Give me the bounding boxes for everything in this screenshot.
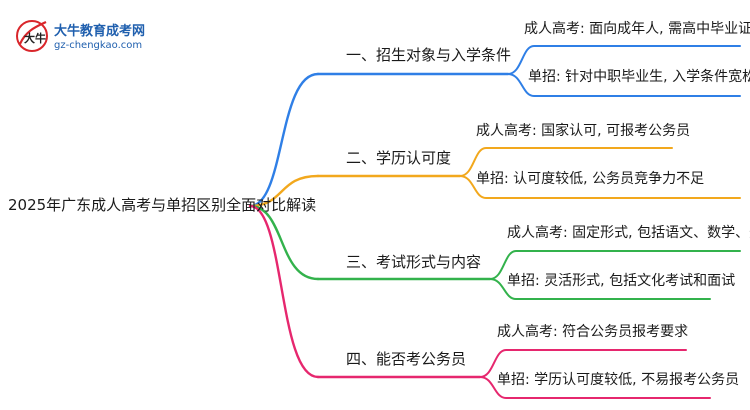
branch-1-leaf-1: 成人高考: 面向成年人, 需高中毕业证 [524, 21, 750, 37]
branch-1-leaf-1-connector [507, 45, 741, 75]
branch-4-label: 四、能否考公务员 [346, 350, 467, 368]
logo-mark-icon: 大牛 [16, 20, 48, 52]
branch-3-leaf-2-connector [489, 278, 711, 300]
branch-2-leaf-2: 单招: 认可度较低, 公务员竞争力不足 [476, 171, 705, 187]
logo-title: 大牛教育成考网 [54, 24, 146, 39]
branch-4-connector [248, 204, 320, 379]
branch-3-leaf-1-connector [489, 250, 741, 280]
branch-3-label: 三、考试形式与内容 [346, 253, 482, 271]
branch-2-leaf-1: 成人高考: 国家认可, 可报考公务员 [476, 123, 691, 139]
branch-3-leaf-1: 成人高考: 固定形式, 包括语文、数学、外语 [507, 225, 750, 241]
branch-4-leaf-2: 单招: 学历认可度较低, 不易报考公务员 [497, 372, 740, 388]
branch-4-leaf-2-connector [479, 376, 711, 399]
branch-1-label: 一、招生对象与入学条件 [346, 46, 512, 64]
branch-4-leaf-1-connector [479, 349, 687, 378]
branch-2-leaf-1-connector [459, 147, 673, 177]
branch-3-leaf-2: 单招: 灵活形式, 包括文化考试和面试 [507, 273, 736, 289]
branch-2-leaf-2-connector [459, 175, 741, 199]
root-topic: 2025年广东成人高考与单招区别全面对比解读 [8, 196, 317, 214]
branch-1-connector [248, 72, 320, 208]
branch-1-leaf-2-connector [507, 73, 741, 97]
branch-2-connector [248, 174, 320, 208]
logo-mark-text: 大牛 [24, 31, 46, 45]
logo-url: gz-chengkao.com [54, 40, 143, 51]
branch-4-leaf-1: 成人高考: 符合公务员报考要求 [497, 324, 689, 340]
branch-2-label: 二、学历认可度 [346, 149, 452, 167]
branch-3-connector [248, 204, 320, 281]
branch-1-leaf-2: 单招: 针对中职毕业生, 入学条件宽松 [528, 69, 750, 85]
